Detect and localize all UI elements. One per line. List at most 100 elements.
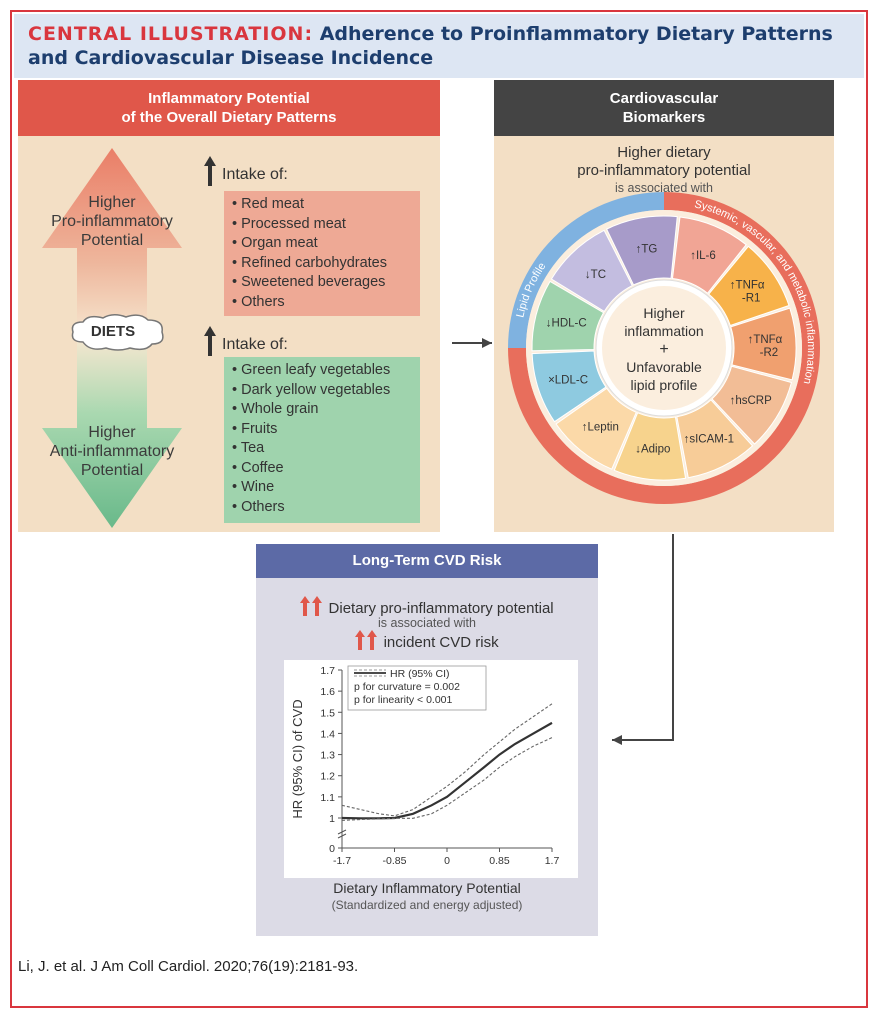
y-tick-label: 0 (329, 843, 335, 855)
biomarkers-subtitle-small: is associated with (615, 181, 713, 195)
biomarker-label-line2: -R2 (760, 347, 779, 359)
risk-line-2: is associated with (378, 616, 476, 630)
cvd-risk-panel: Long-Term CVD Risk Dietary pro-inflammat… (256, 544, 598, 936)
list-item: • Tea (232, 440, 265, 456)
x-tick-label: 1.7 (545, 855, 560, 867)
y-tick-label: 1.1 (320, 792, 335, 804)
biomarker-segment (676, 399, 754, 479)
dietary-patterns-heading: Inflammatory Potential of the Overall Di… (18, 80, 440, 136)
diets-label: DIETS (90, 323, 136, 340)
list-item: • Sweetened beverages (232, 274, 386, 290)
ci-line (341, 737, 553, 821)
biomarker-wheel: ↑TG↑IL-6↑TNFα-R1↑TNFα-R2↑hsCRP↑sICAM-1↓A… (508, 192, 820, 504)
list-item: • Dark yellow vegetables (232, 381, 391, 398)
biomarker-label: ↑TNFα (730, 280, 765, 292)
anti-item-text: Green leafy vegetables (241, 362, 391, 378)
pro-item-text: Processed meat (241, 215, 346, 232)
legend-entry: HR (95% CI) (390, 668, 450, 680)
label-line: Pro-inflammatory (51, 213, 173, 230)
x-tick-label: -1.7 (333, 855, 351, 867)
biomarkers-heading: Cardiovascular Biomarkers (494, 80, 834, 136)
y-tick-label: 1.4 (320, 728, 335, 740)
pro-item-text: Sweetened beverages (241, 274, 386, 290)
biomarker-segment (708, 245, 790, 327)
biomarker-segment (550, 229, 633, 313)
x-tick-label: -0.85 (383, 855, 407, 867)
title-line-2: and Cardiovascular Disease Incidence (28, 47, 434, 69)
list-item: • Coffee (232, 459, 284, 476)
anti-item-text: Fruits (241, 420, 278, 437)
pro-intake-heading: Intake of: (222, 166, 288, 183)
y-tick-label: 1 (329, 813, 335, 825)
title-line-1: CENTRAL ILLUSTRATION: Adherence to Proin… (28, 22, 850, 46)
arrow-up-icon (204, 156, 216, 186)
wheel-center-text: + (659, 341, 668, 358)
citation: Li, J. et al. J Am Coll Cardiol. 2020;76… (18, 958, 359, 975)
x-axis-subtitle: (Standardized and energy adjusted) (331, 898, 523, 912)
anti-item-text: Tea (240, 440, 265, 456)
risk-line-1: Dietary pro-inflammatory potential (256, 596, 598, 617)
biomarker-label: ↑TG (636, 244, 658, 256)
biomarkers-panel: Cardiovascular Biomarkers Higher dietary… (494, 80, 834, 532)
wheel-center-text: Higher (643, 305, 685, 321)
label-line: Anti-inflammatory (49, 443, 175, 460)
biomarker-segment (671, 216, 747, 294)
list-item: • Whole grain (232, 401, 319, 417)
biomarker-segment (730, 307, 797, 381)
pro-inflammatory-label: Higher Pro-inflammatory Potential (37, 193, 187, 250)
list-item: • Green leafy vegetables (232, 362, 391, 378)
subtitle-line: pro-inflammatory potential (577, 162, 751, 179)
list-item: • Red meat (232, 196, 304, 212)
risk-line-3: incident CVD risk (256, 630, 598, 651)
biomarkers-subtitle: Higher dietary pro-inflammatory potentia… (494, 144, 834, 180)
y-tick-label: 1.3 (320, 750, 335, 762)
y-tick-label: 1.7 (320, 665, 335, 677)
y-axis-title: HR (95% CI) of CVD (290, 699, 305, 818)
label-line: Potential (80, 462, 144, 479)
title-bar: CENTRAL ILLUSTRATION: Adherence to Proin… (14, 14, 864, 78)
biomarker-label: ↑hsCRP (730, 395, 773, 407)
biomarker-segment (605, 215, 678, 286)
anti-inflammatory-label: Higher Anti-inflammatory Potential (37, 423, 187, 480)
pro-item-text: Organ meat (241, 235, 318, 251)
anti-item-text: Wine (241, 479, 275, 495)
biomarker-segment (711, 365, 793, 445)
heading-line: of the Overall Dietary Patterns (121, 109, 337, 126)
anti-intake-heading: Intake of: (222, 336, 288, 353)
y-tick-label: 1.6 (320, 686, 335, 698)
heading-line: Inflammatory Potential (148, 90, 310, 107)
list-item: • Organ meat (232, 235, 318, 251)
x-tick-label: 0.85 (489, 855, 510, 867)
wheel-center-text: lipid profile (631, 377, 698, 393)
list-item: • Processed meat (232, 215, 346, 232)
anti-item-text: Dark yellow vegetables (241, 381, 391, 398)
biomarker-label: ↑IL-6 (690, 250, 716, 262)
legend-entry: p for curvature = 0.002 (354, 681, 460, 693)
list-item: • Others (232, 293, 285, 310)
label-line: Higher (88, 194, 136, 211)
ci-line (341, 703, 553, 817)
biomarker-label: ↑Leptin (582, 421, 619, 433)
biomarker-segment (531, 350, 607, 423)
double-up-arrow-icon (355, 630, 378, 650)
anti-intake-list: • Green leafy vegetables • Dark yellow v… (224, 357, 420, 523)
heading-line: Cardiovascular (609, 90, 719, 107)
biomarker-label-line2: -R1 (742, 293, 761, 305)
biomarker-label: ×LDL-C (548, 375, 588, 387)
pro-item-text: Red meat (241, 196, 304, 212)
list-item: • Refined carbohydrates (232, 254, 388, 271)
title-tag: CENTRAL ILLUSTRATION: (28, 23, 314, 45)
biomarker-label: ↑sICAM-1 (684, 433, 734, 445)
y-tick-label: 1.2 (320, 771, 335, 783)
hr-line (341, 721, 553, 820)
x-axis-title: Dietary Inflammatory Potential (333, 880, 521, 896)
biomarker-segment (613, 412, 687, 481)
risk-text: incident CVD risk (383, 634, 499, 651)
biomarker-label: ↓HDL-C (546, 318, 587, 330)
anti-item-text: Coffee (241, 459, 284, 476)
biomarker-segment (531, 280, 605, 352)
legend-entry: p for linearity < 0.001 (354, 694, 453, 706)
